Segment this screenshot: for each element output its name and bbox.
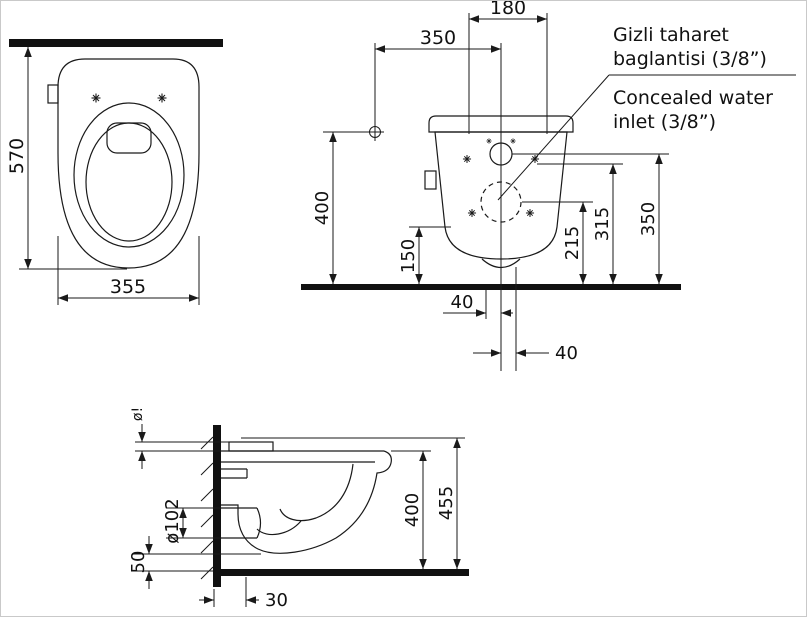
dim-label-400: 400 [312, 191, 333, 225]
flush-inlet-outline [106, 122, 152, 154]
inlet-fitting [221, 468, 248, 479]
dim-side-hole: ø! [130, 407, 231, 469]
dim-label-40-right: 40 [555, 343, 578, 364]
bowl-outer-profile [221, 450, 392, 554]
floor-section-bar [301, 284, 681, 290]
wall-reference-mark [366, 123, 384, 141]
inlet-leader-line [497, 74, 796, 201]
dim-label-350-right: 350 [638, 202, 659, 236]
dim-label-215: 215 [562, 226, 583, 260]
seat-hinge-bump [228, 441, 274, 452]
dim-plan-depth: 570 [6, 47, 127, 270]
dim-label-315: 315 [592, 207, 613, 241]
note-english-line1: Concealed water [613, 87, 773, 109]
dim-side-floor-gap: 50 [128, 536, 261, 589]
dim-label-o102: ø102 [162, 498, 183, 543]
fixing-mark-icon [467, 208, 477, 218]
trap-profile [256, 520, 302, 536]
dim-front-215: 215 [522, 201, 593, 284]
note-turkish-line2: baglantisi (3/8”) [613, 48, 767, 70]
dim-label-30: 30 [265, 590, 288, 611]
dim-label-40-left: 40 [451, 292, 474, 313]
dim-front-315: 315 [537, 163, 623, 284]
fixing-mark-icon [462, 154, 472, 164]
plan-view: 570 355 [6, 39, 223, 305]
dim-side-30: 30 [199, 577, 288, 611]
note-turkish-line1: Gizli taharet [613, 24, 729, 46]
dim-front-150: 150 [398, 226, 451, 284]
dim-label-455: 455 [436, 486, 457, 520]
dim-front-180: 180 [468, 1, 548, 134]
side-bracket [424, 170, 437, 190]
drain-cover-arc [481, 258, 521, 269]
dim-label-355: 355 [110, 276, 146, 298]
outlet-hole-dashed [480, 181, 522, 223]
dim-label-400-side: 400 [402, 493, 423, 527]
dim-side-400: 400 [391, 450, 431, 569]
dim-side-455: 455 [241, 437, 465, 569]
dim-front-350-right: 350 [512, 153, 669, 284]
seat-inner-ring [85, 122, 173, 242]
dim-front-350-top: 350 [374, 27, 501, 124]
bowl-cavity-profile [279, 463, 354, 522]
note-english-line2: inlet (3/8”) [613, 111, 716, 133]
dim-plan-width: 355 [57, 236, 200, 305]
dim-side-outlet-diameter: ø102 [162, 498, 221, 544]
dim-label-hole: ø! [130, 407, 146, 421]
front-view: Gizli taharet baglantisi (3/8”) Conceale… [301, 1, 796, 371]
side-view: ø! ø102 50 400 455 [128, 407, 469, 611]
floor-section-bar [213, 569, 469, 576]
fixing-mark-icon [525, 208, 535, 218]
cistern-lid-outline [428, 115, 574, 133]
note-water-inlet: Gizli taharet baglantisi (3/8”) Conceale… [613, 24, 773, 133]
side-bracket [47, 84, 59, 104]
dim-front-40-left: 40 [443, 290, 513, 319]
wall-section-bar [213, 425, 221, 587]
outlet-pipe [221, 507, 262, 539]
dim-label-350-top: 350 [420, 27, 456, 49]
dim-label-570: 570 [6, 138, 28, 174]
fixing-mark-icon [90, 92, 102, 104]
dim-front-400: 400 [312, 131, 367, 284]
dim-label-180: 180 [490, 1, 526, 19]
seat-outer-ring [73, 102, 185, 248]
wall-section-bar [9, 39, 223, 47]
fixing-mark-icon [485, 137, 493, 145]
fixing-mark-icon [156, 92, 168, 104]
fixing-mark-icon [509, 137, 517, 145]
toilet-front-outline [434, 131, 568, 260]
toilet-body-outline [57, 58, 200, 269]
dim-label-150: 150 [398, 239, 419, 273]
dim-label-50: 50 [128, 551, 149, 574]
wall-hatching [200, 436, 214, 580]
dim-front-40-right: 40 [473, 343, 578, 364]
